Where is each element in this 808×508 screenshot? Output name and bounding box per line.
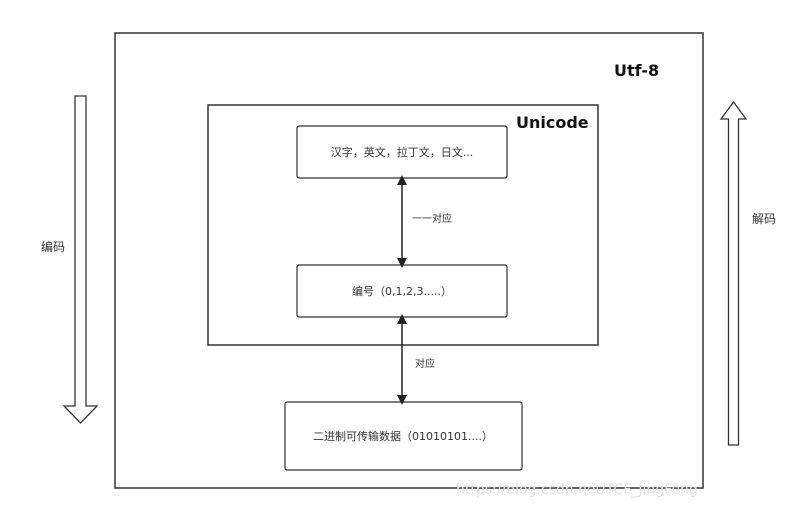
code-points-binary-label: 对应 bbox=[415, 357, 435, 370]
characters-code-points-label: 一一对应 bbox=[412, 212, 452, 225]
decode-label: 解码 bbox=[752, 212, 776, 226]
characters-node-label: 汉字，英文，拉丁文，日文... bbox=[331, 145, 474, 159]
binary-data-node-label: 二进制可传输数据（01010101....） bbox=[313, 429, 493, 443]
code-points-node-label: 编号（0,1,2,3.....） bbox=[352, 284, 452, 298]
utf8-title: Utf-8 bbox=[614, 61, 659, 80]
decode-arrow-icon bbox=[719, 100, 748, 446]
unicode-title: Unicode bbox=[516, 113, 589, 132]
encode-arrow-icon bbox=[62, 95, 99, 424]
watermark-text: https://blog.csdn.net/TCF_JingFeng bbox=[456, 482, 698, 498]
encode-label: 编码 bbox=[41, 239, 65, 254]
utf8-outer-box bbox=[114, 32, 704, 489]
